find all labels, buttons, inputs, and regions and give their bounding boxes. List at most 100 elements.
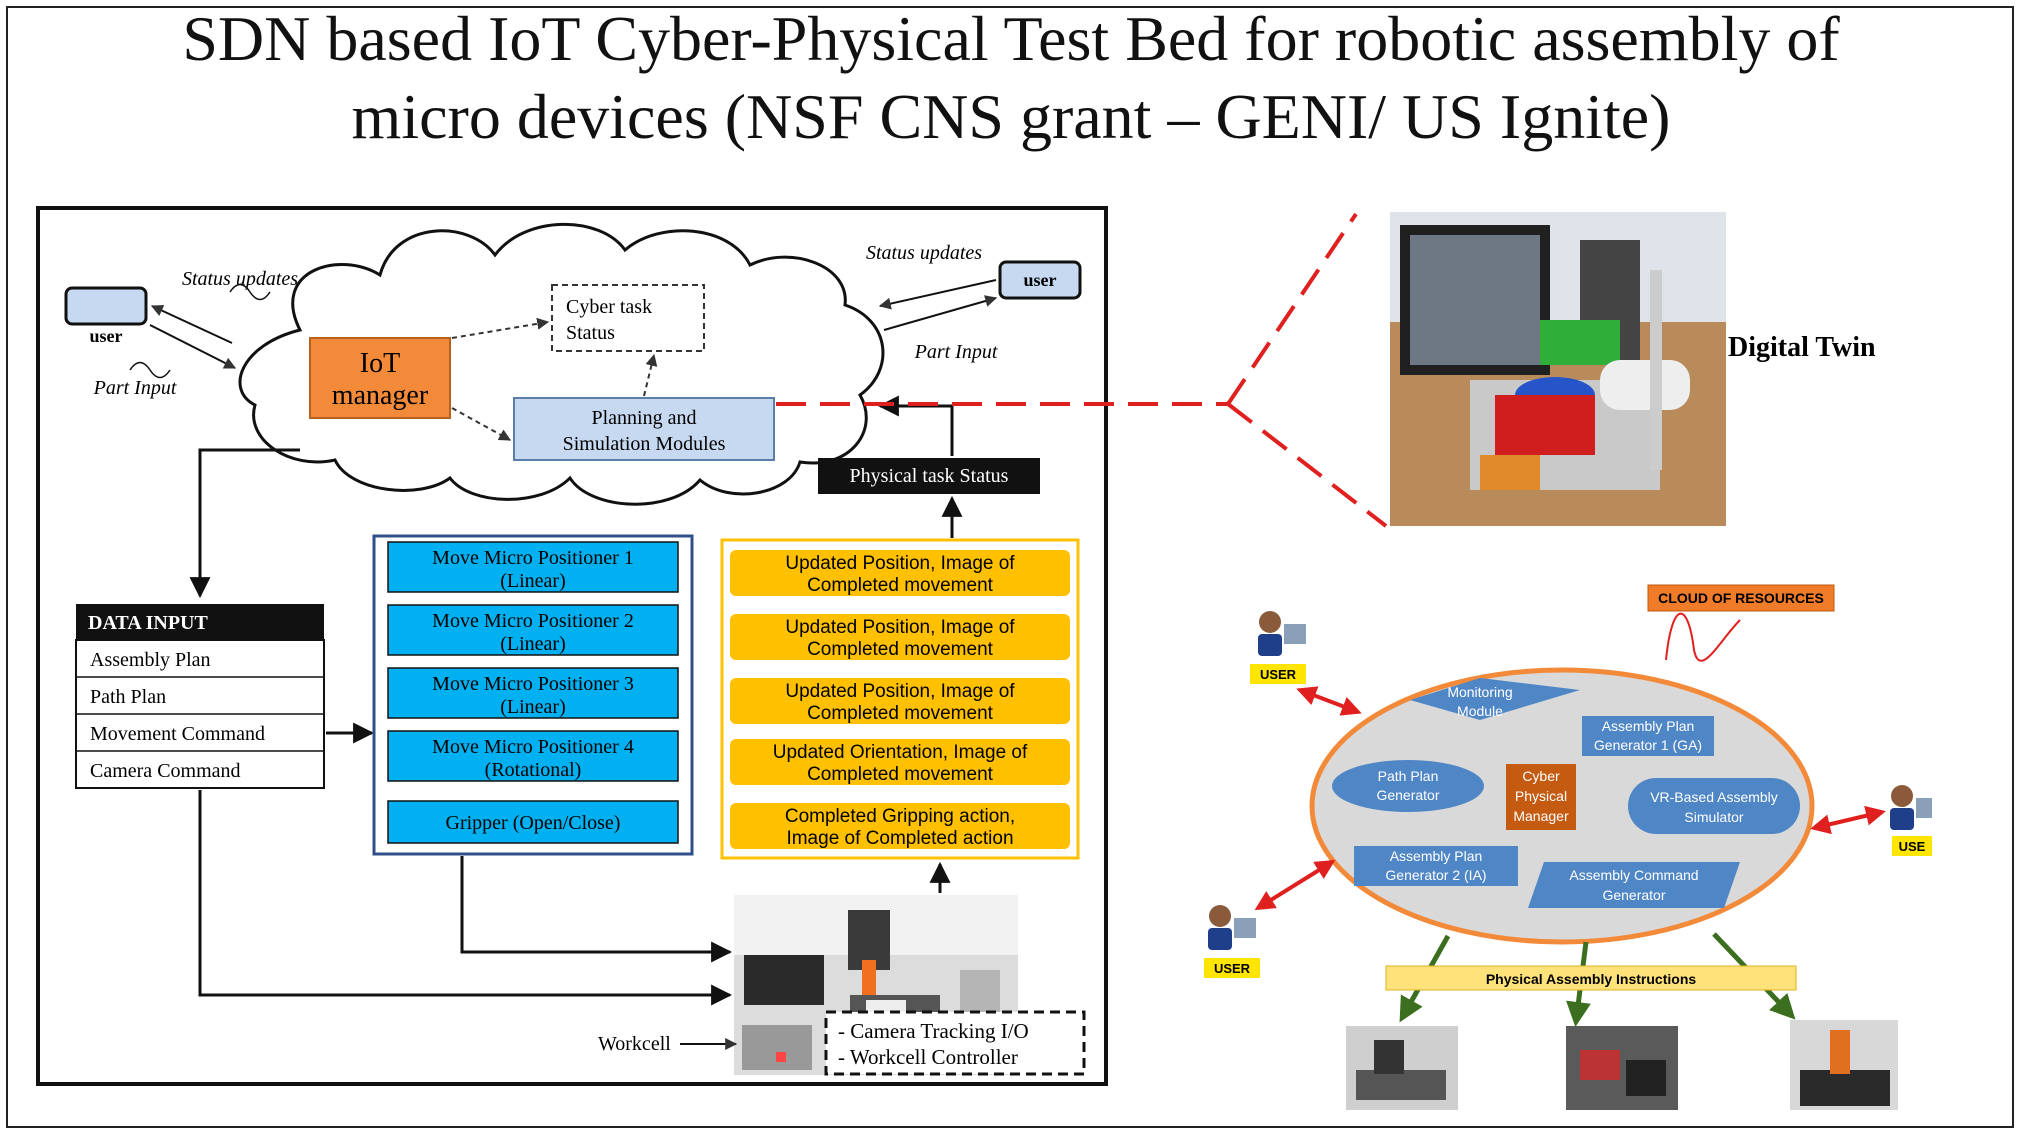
cpm-line2: Physical bbox=[1515, 788, 1567, 804]
cloud-link bbox=[1665, 612, 1741, 662]
feedback-box bbox=[730, 678, 1070, 724]
workcell-label: Workcell bbox=[598, 1033, 671, 1055]
planning-line2: Simulation Modules bbox=[563, 433, 726, 455]
data-input-row: Camera Command bbox=[90, 760, 241, 782]
feedback-line1: Updated Position, Image of bbox=[785, 681, 1015, 702]
slide-title: SDN based IoT Cyber-Physical Test Bed fo… bbox=[0, 0, 2022, 156]
iot-manager-line2: manager bbox=[332, 380, 429, 411]
digital-twin-label: Digital Twin bbox=[1728, 332, 1876, 363]
user-left-label: user bbox=[90, 326, 123, 346]
vr-line1: VR-Based Assembly bbox=[1650, 789, 1778, 805]
feedback-line2: Image of Completed action bbox=[786, 828, 1013, 849]
data-input-header: DATA INPUT bbox=[88, 612, 208, 634]
command-list: Move Micro Positioner 1 (Linear) Move Mi… bbox=[387, 541, 679, 844]
iot-manager-line1: IoT bbox=[360, 348, 400, 379]
workcell-photo bbox=[734, 895, 1018, 1075]
cyber-physical-manager-box bbox=[1506, 764, 1576, 830]
assembly-command-generator-shape bbox=[1528, 862, 1740, 908]
feedback-line1: Updated Orientation, Image of bbox=[773, 742, 1028, 763]
arrow-part-input-right bbox=[883, 295, 998, 331]
physical-task-status-label: Physical task Status bbox=[850, 465, 1009, 487]
physical-instructions-box bbox=[1385, 965, 1797, 991]
user-label: USER bbox=[1260, 667, 1297, 682]
command-line1: Move Micro Positioner 3 bbox=[432, 673, 634, 695]
user-badge bbox=[1892, 836, 1932, 856]
command-line1: Move Micro Positioner 2 bbox=[432, 610, 634, 632]
workcell-controller-box bbox=[824, 1010, 1086, 1076]
data-input-row: Movement Command bbox=[90, 723, 265, 745]
data-input-table: DATA INPUT Assembly Plan Path Plan Movem… bbox=[75, 604, 325, 789]
feedback-box bbox=[730, 803, 1070, 849]
monitoring-module-shape bbox=[1410, 678, 1580, 720]
cpm-line3: Manager bbox=[1513, 808, 1569, 824]
status-updates-left: Status updates bbox=[182, 268, 298, 290]
physical-task-status-box bbox=[818, 458, 1040, 494]
command-box bbox=[387, 604, 679, 656]
user-label: USER bbox=[1214, 961, 1251, 976]
command-box bbox=[387, 800, 679, 844]
feedback-line1: Updated Position, Image of bbox=[785, 617, 1015, 638]
part-input-left: Part Input bbox=[93, 377, 177, 399]
digital-twin-image bbox=[1390, 212, 1726, 526]
command-line1: Move Micro Positioner 1 bbox=[432, 547, 634, 569]
command-line2: (Linear) bbox=[500, 633, 566, 655]
arrow-part-input-left bbox=[149, 324, 237, 369]
user-icon bbox=[1258, 611, 1306, 656]
user-icon bbox=[1208, 905, 1256, 950]
cloud-resources-diagram: CLOUD OF RESOURCES Monitoring Module Ass… bbox=[1204, 584, 1932, 1110]
user-badge bbox=[1250, 664, 1306, 684]
cpm-line1: Cyber bbox=[1522, 768, 1560, 784]
user-right-label: user bbox=[1024, 270, 1057, 290]
user-link bbox=[1296, 686, 1362, 716]
workcell-controller-label: - Workcell Controller bbox=[838, 1045, 1018, 1069]
arrow-iot-to-cyber bbox=[451, 317, 550, 339]
path-plan-line2: Generator bbox=[1376, 787, 1439, 803]
command-line2: (Linear) bbox=[500, 696, 566, 718]
monitoring-line1: Monitoring bbox=[1447, 684, 1512, 700]
user-icon bbox=[1890, 785, 1932, 830]
status-updates-right: Status updates bbox=[866, 242, 982, 264]
command-line2: (Rotational) bbox=[485, 759, 582, 781]
assembly-plan-ia-line1: Assembly Plan bbox=[1390, 848, 1483, 864]
command-line1: Move Micro Positioner 4 bbox=[432, 736, 634, 758]
arrow-cloud-to-data-input bbox=[189, 448, 300, 599]
path-plan-line1: Path Plan bbox=[1378, 768, 1439, 784]
feedback-list: Updated Position, Image of Completed mov… bbox=[730, 550, 1070, 849]
command-box bbox=[387, 541, 679, 593]
arrow-camera-command-to-workcell bbox=[198, 790, 733, 1006]
assembly-cmd-line2: Generator bbox=[1602, 887, 1665, 903]
cloud-of-resources-label: CLOUD OF RESOURCES bbox=[1658, 590, 1824, 606]
feedback-line2: Completed movement bbox=[807, 764, 994, 785]
arrow-status-to-user-left bbox=[150, 305, 233, 344]
title-line-1: SDN based IoT Cyber-Physical Test Bed fo… bbox=[182, 3, 1840, 74]
feedback-line1: Completed Gripping action, bbox=[785, 806, 1015, 827]
digital-twin-connector bbox=[776, 212, 1388, 528]
feedback-box bbox=[730, 550, 1070, 596]
workcell-photo-2 bbox=[1566, 1026, 1678, 1110]
user-label: USE bbox=[1899, 839, 1926, 854]
vr-simulator-shape bbox=[1628, 778, 1800, 834]
user-badge bbox=[1204, 958, 1260, 978]
arrow-planning-to-cyber bbox=[643, 353, 658, 397]
assembly-plan-ga-box bbox=[1582, 716, 1714, 756]
vr-line2: Simulator bbox=[1684, 809, 1743, 825]
part-input-right: Part Input bbox=[914, 341, 998, 363]
command-box bbox=[387, 730, 679, 782]
path-plan-generator-shape bbox=[1332, 760, 1484, 812]
feedback-line1: Updated Position, Image of bbox=[785, 553, 1015, 574]
command-line1: Gripper (Open/Close) bbox=[446, 812, 621, 834]
planning-line1: Planning and bbox=[592, 407, 697, 429]
user-link bbox=[1254, 859, 1336, 911]
iot-manager-box bbox=[309, 337, 451, 419]
camera-tracking-label: - Camera Tracking I/O bbox=[838, 1019, 1029, 1043]
user-link bbox=[1810, 805, 1886, 835]
user-left-box bbox=[64, 286, 148, 326]
assembly-plan-ga-line2: Generator 1 (GA) bbox=[1594, 737, 1702, 753]
data-input-row: Path Plan bbox=[90, 686, 166, 708]
cyber-task-line1: Cyber task bbox=[566, 296, 652, 318]
cyber-task-line2: Status bbox=[566, 322, 615, 344]
arrow-commands-to-workcell bbox=[460, 856, 733, 963]
assembly-plan-ia-line2: Generator 2 (IA) bbox=[1385, 867, 1486, 883]
